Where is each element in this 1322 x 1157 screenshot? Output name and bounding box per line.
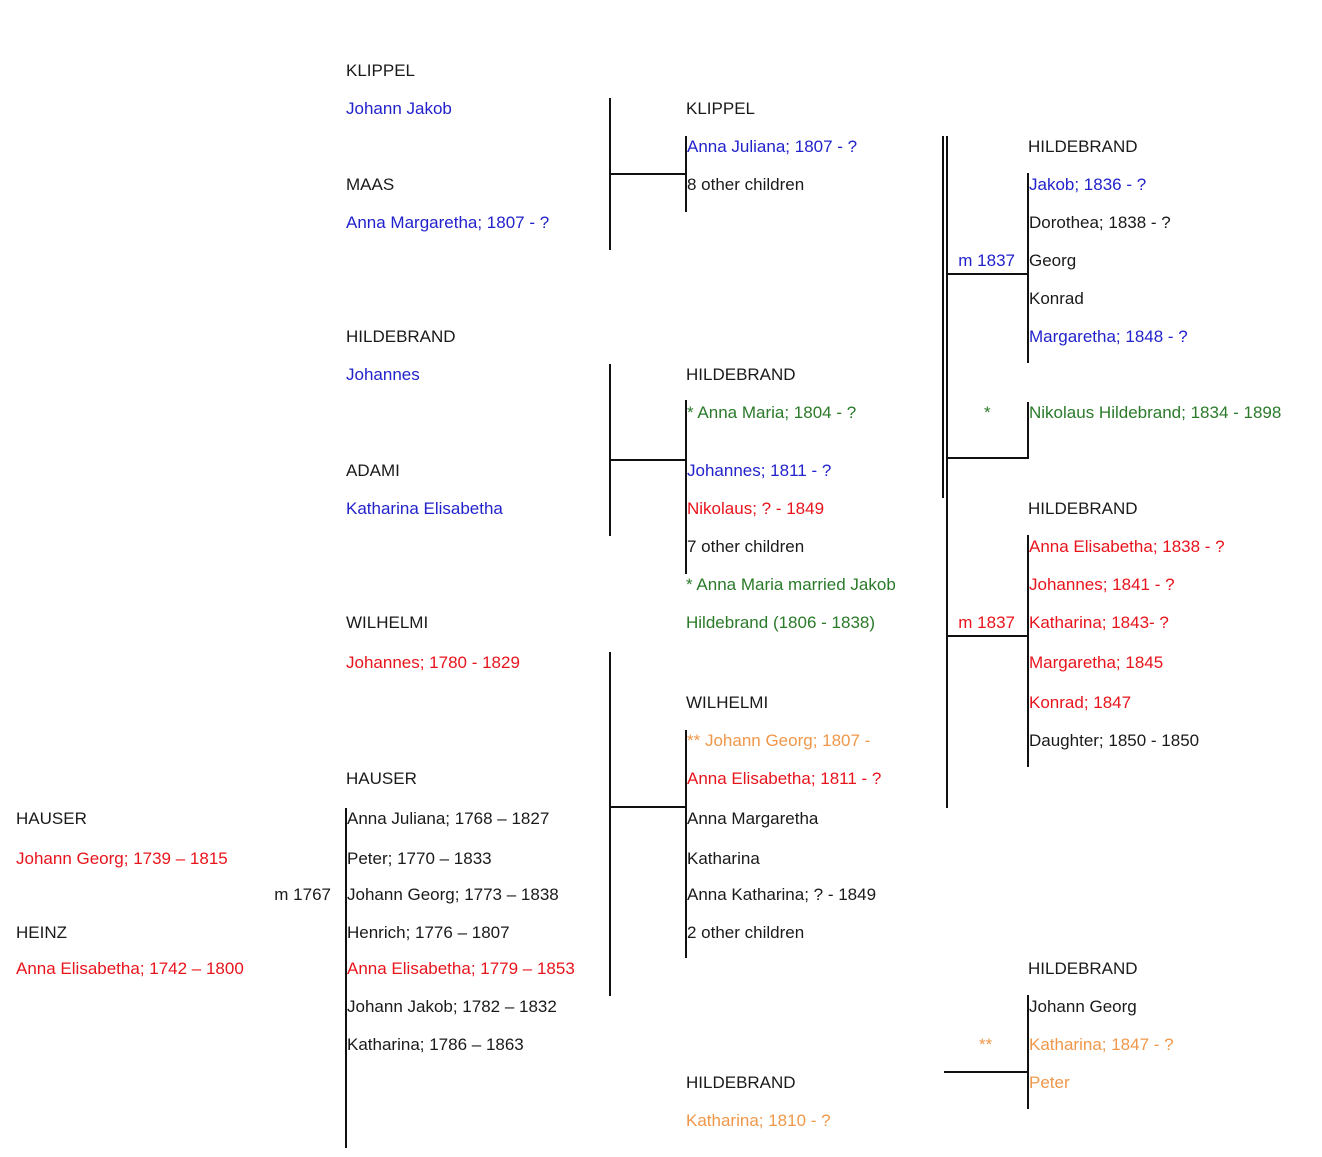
marriage-1837-b: m 1837 — [958, 613, 1015, 632]
hauser-child: Johann Jakob; 1782 – 1832 — [347, 997, 557, 1016]
family-a-child: Jakob; 1836 - ? — [1029, 175, 1147, 194]
wilhelmi-child: Katharina — [687, 849, 760, 868]
anna-maria-note: Hildebrand (1806 - 1838) — [686, 613, 876, 632]
wilhelmi-children-surname: WILHELMI — [686, 693, 769, 712]
hildebrand-child: Johannes; 1811 - ? — [687, 461, 832, 480]
hauser-child: Peter; 1770 – 1833 — [347, 849, 492, 868]
family-b-child: Katharina; 1843- ? — [1029, 613, 1169, 632]
klippel-child: Anna Juliana; 1807 - ? — [687, 137, 858, 156]
bracket-wilhelmi-hauser — [609, 652, 611, 996]
wilhelmi-child: Anna Margaretha — [687, 809, 819, 828]
family-c-child: Peter — [1029, 1073, 1070, 1092]
family-c-child: Johann Georg — [1029, 997, 1137, 1016]
family-a-surname: HILDEBRAND — [1028, 137, 1138, 156]
wilhelmi-child: 2 other children — [687, 923, 805, 942]
wilhelmi-child: ** Johann Georg; 1807 - — [687, 731, 871, 750]
marriage-1767: m 1767 — [274, 885, 331, 904]
double-line-left — [942, 136, 944, 498]
nikolaus-hildebrand: Nikolaus Hildebrand; 1834 - 1898 — [1029, 403, 1282, 422]
family-b-child: Konrad; 1847 — [1029, 693, 1132, 712]
wilhelmi-surname: WILHELMI — [346, 613, 429, 632]
family-b-surname: HILDEBRAND — [1028, 499, 1138, 518]
anna-maria-note: * Anna Maria married Jakob — [686, 575, 896, 594]
wilhelmi-child: Anna Elisabetha; 1811 - ? — [687, 769, 882, 788]
maas-name: Anna Margaretha; 1807 - ? — [346, 213, 550, 232]
heinz-name: Anna Elisabetha; 1742 – 1800 — [16, 959, 244, 978]
family-a-child: Margaretha; 1848 - ? — [1029, 327, 1188, 346]
hauser-child: Anna Juliana; 1768 – 1827 — [347, 809, 550, 828]
hauser-child: Henrich; 1776 – 1807 — [347, 923, 510, 942]
wilhelmi-child: Anna Katharina; ? - 1849 — [687, 885, 877, 904]
hildebrand2-name: Katharina; 1810 - ? — [686, 1111, 831, 1130]
connector-family-a — [946, 273, 1028, 275]
connector-family-c — [944, 1071, 1028, 1073]
bracket-hauser-children — [345, 808, 347, 1148]
connector-klippel-children — [609, 173, 687, 175]
connector-wilhelmi-children — [609, 806, 687, 808]
bracket-klippel-children — [685, 136, 687, 212]
marriage-1837-a: m 1837 — [958, 251, 1015, 270]
family-c-surname: HILDEBRAND — [1028, 959, 1138, 978]
bracket-hildebrand-adami — [609, 364, 611, 536]
klippel-name: Johann Jakob — [346, 99, 452, 118]
connector-hildebrand-children — [609, 459, 687, 461]
hauser-child: Katharina; 1786 – 1863 — [347, 1035, 524, 1054]
family-b-child: Daughter; 1850 - 1850 — [1029, 731, 1200, 750]
hauser-children-surname: HAUSER — [346, 769, 417, 788]
hauser-child: Johann Georg; 1773 – 1838 — [347, 885, 559, 904]
hildebrand-child: * Anna Maria; 1804 - ? — [687, 403, 857, 422]
adami-name: Katharina Elisabetha — [346, 499, 503, 518]
family-c-child: Katharina; 1847 - ? — [1029, 1035, 1174, 1054]
family-b-child: Johannes; 1841 - ? — [1029, 575, 1175, 594]
hildebrand2-surname: HILDEBRAND — [686, 1073, 796, 1092]
connector-nikolaus — [946, 457, 1028, 459]
adami-surname: ADAMI — [346, 461, 400, 480]
klippel-surname: KLIPPEL — [346, 61, 415, 80]
bracket-wilhelmi-children — [685, 730, 687, 958]
hauser-child: Anna Elisabetha; 1779 – 1853 — [347, 959, 575, 978]
bracket-hildebrand-children — [685, 400, 687, 574]
connector-family-b — [946, 635, 1028, 637]
hildebrand-children-surname: HILDEBRAND — [686, 365, 796, 384]
double-star-marker: ** — [979, 1035, 993, 1054]
family-a-child: Dorothea; 1838 - ? — [1029, 213, 1171, 232]
hildebrand-child: 7 other children — [687, 537, 805, 556]
family-a-child: Konrad — [1029, 289, 1084, 308]
klippel-children-surname: KLIPPEL — [686, 99, 755, 118]
hauser-surname: HAUSER — [16, 809, 87, 828]
bracket-family-a — [1027, 173, 1029, 363]
hildebrand-child: Nikolaus; ? - 1849 — [687, 499, 825, 518]
single-star-marker: * — [984, 403, 991, 422]
bracket-family-c — [1027, 995, 1029, 1109]
hildebrand-name: Johannes — [346, 365, 420, 384]
heinz-surname: HEINZ — [16, 923, 67, 942]
maas-surname: MAAS — [346, 175, 395, 194]
hildebrand-surname: HILDEBRAND — [346, 327, 456, 346]
double-line-right — [946, 136, 948, 808]
bracket-nikolaus — [1027, 402, 1029, 459]
family-a-child: Georg — [1029, 251, 1077, 270]
klippel-child: 8 other children — [687, 175, 805, 194]
hauser-name: Johann Georg; 1739 – 1815 — [16, 849, 228, 868]
bracket-family-b — [1027, 535, 1029, 767]
family-b-child: Margaretha; 1845 — [1029, 653, 1164, 672]
family-b-child: Anna Elisabetha; 1838 - ? — [1029, 537, 1225, 556]
wilhelmi-name: Johannes; 1780 - 1829 — [346, 653, 520, 672]
